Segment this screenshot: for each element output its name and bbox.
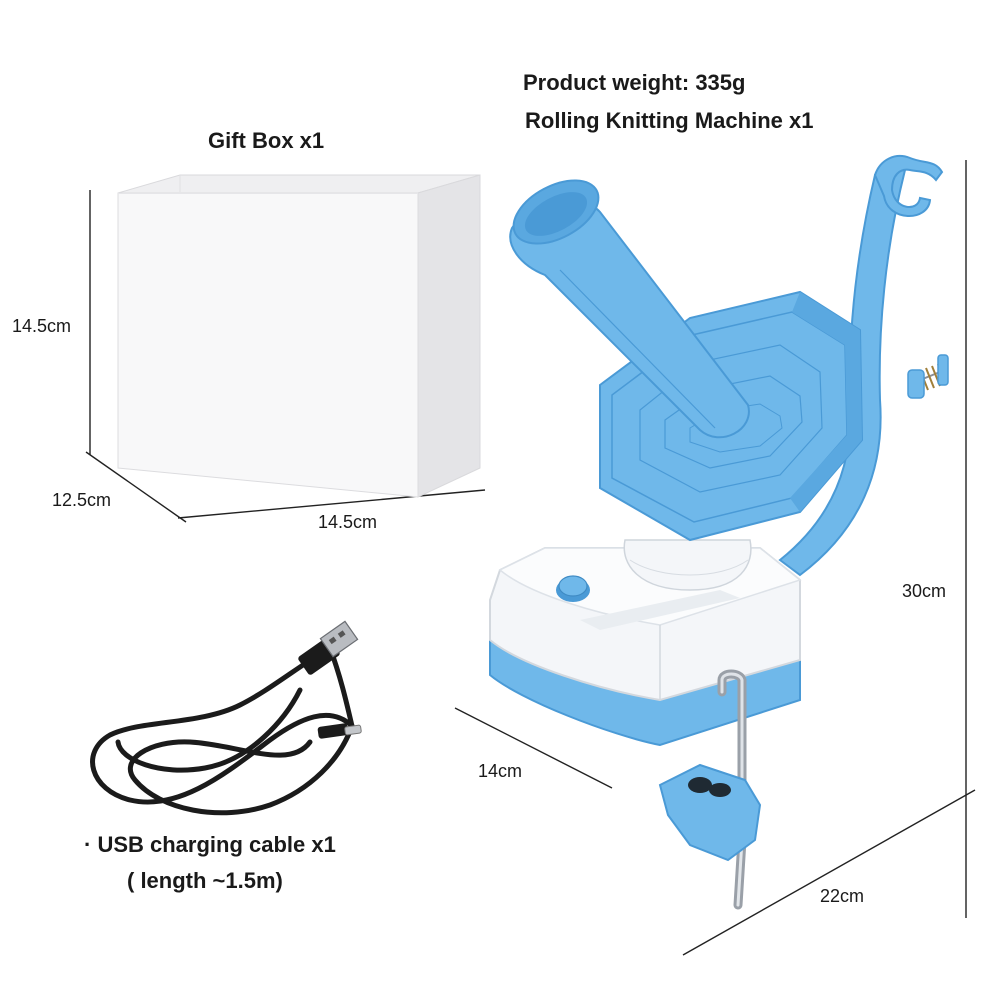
usb-cable-label: · USB charging cable x1 (84, 832, 336, 857)
gift-box-image (117, 174, 481, 498)
dc-plug (317, 723, 362, 739)
dimension-lines (85, 160, 976, 956)
knitting-machine-image (489, 155, 949, 910)
box-depth-dimension: 12.5cm (52, 490, 112, 510)
machine-label: Rolling Knitting Machine x1 (525, 108, 814, 133)
machine-width-dimension: 22cm (820, 886, 865, 906)
machine-depth-line (454, 707, 613, 789)
usb-cable-image (90, 645, 355, 816)
product-weight-label: Product weight: 335g (523, 70, 746, 95)
machine-depth-dimension: 14cm (478, 761, 523, 781)
machine-width-line (682, 789, 976, 956)
machine-height-dimension: 30cm (902, 581, 947, 601)
box-depth-line (85, 451, 187, 523)
box-height-dimension: 14.5cm (12, 316, 72, 336)
box-width-dimension: 14.5cm (318, 512, 378, 532)
gift-box-label: Gift Box x1 (208, 128, 325, 153)
cable-length-label: ( length ~1.5m) (127, 868, 283, 893)
usb-plug (298, 620, 359, 675)
box-width-line (177, 489, 486, 519)
